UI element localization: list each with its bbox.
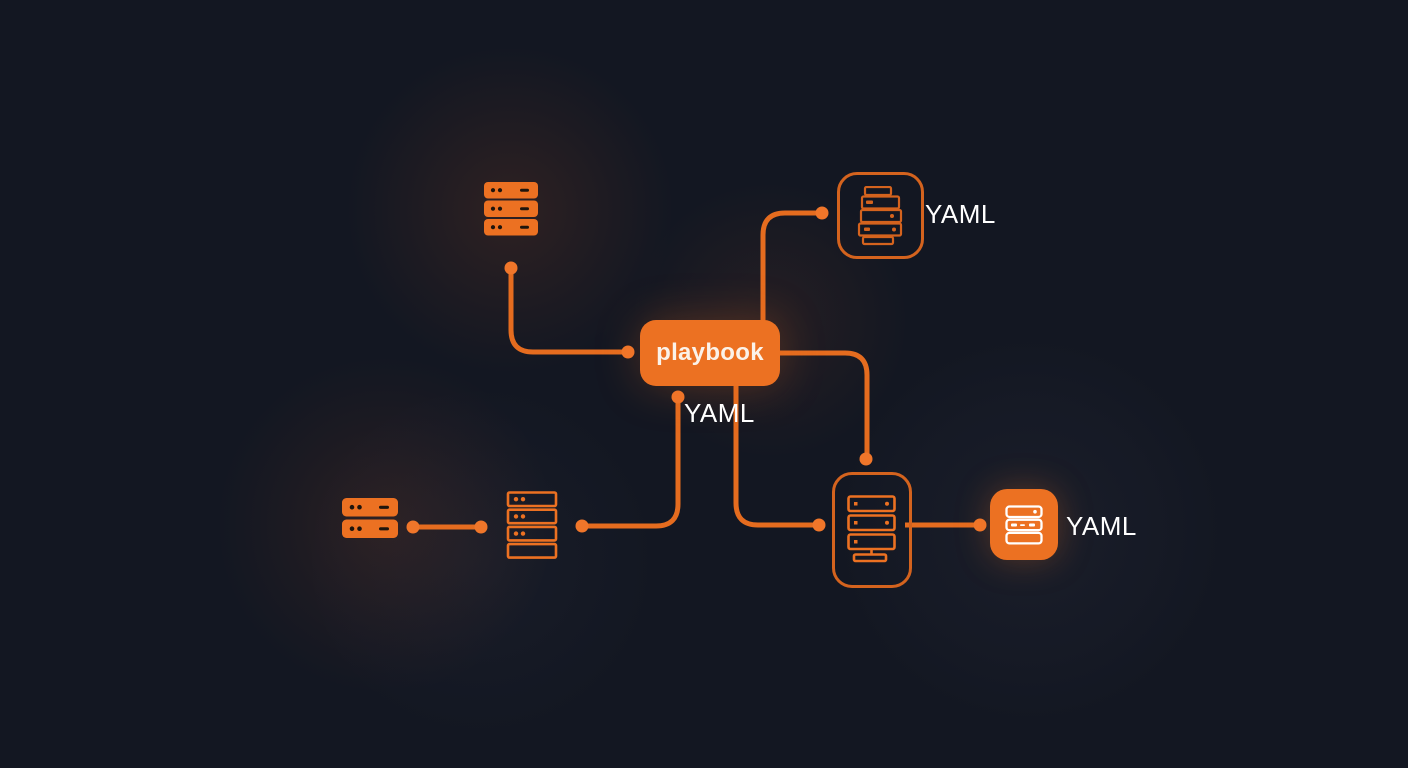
connector-topserver-playbook	[508, 268, 626, 355]
junction-dot	[575, 519, 589, 533]
connector-playbook-host-left	[733, 384, 817, 528]
junction-dot	[671, 390, 685, 404]
junction-dot	[406, 520, 420, 534]
server-stack-filled-3bar-icon	[484, 182, 538, 236]
connector-playbook-yamltop	[760, 210, 820, 322]
host-monitor-icon	[847, 495, 896, 563]
yaml-file-node-top	[837, 172, 924, 259]
host-node	[832, 472, 912, 588]
junction-dot	[621, 345, 635, 359]
playbook-label: playbook	[656, 339, 764, 366]
playbook-node: playbook	[640, 320, 780, 386]
yaml-label-below-playbook: YAML	[684, 398, 755, 428]
junction-dot	[504, 261, 518, 275]
connector-playbook-stack	[584, 399, 681, 529]
junction-dot	[474, 520, 488, 534]
junction-dot	[812, 518, 826, 532]
junction-dot	[815, 206, 829, 220]
junction-dot	[973, 518, 987, 532]
connector-playbook-host-top	[779, 350, 870, 457]
junction-dot	[859, 452, 873, 466]
yaml-label-right: YAML	[1066, 511, 1137, 541]
server-stack-outline-4bar-icon	[506, 491, 558, 559]
server-stack-white-icon	[1005, 504, 1043, 545]
yaml-file-node-right	[990, 489, 1058, 560]
yaml-label-top-right: YAML	[925, 199, 996, 229]
server-sketch-icon	[857, 185, 902, 245]
server-stack-filled-2bar-icon	[342, 498, 398, 538]
